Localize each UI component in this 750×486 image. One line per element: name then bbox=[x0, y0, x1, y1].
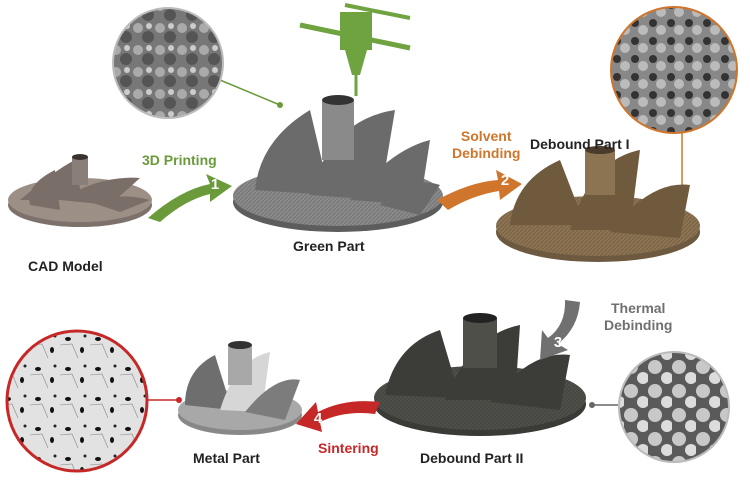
arrow-step-3 bbox=[540, 300, 580, 360]
step-1-number: 1 bbox=[210, 176, 220, 193]
metal-part-label: Metal Part bbox=[193, 450, 260, 466]
debound-part-2-label: Debound Part II bbox=[420, 450, 524, 466]
debound-part-1-label: Debound Part I bbox=[530, 136, 630, 152]
metal-sem-dot bbox=[176, 397, 182, 403]
metal-part-micrograph bbox=[5, 329, 149, 473]
step-2-label: Solvent Debinding bbox=[452, 128, 521, 161]
step-3-number: 3 bbox=[553, 334, 563, 351]
step-1-label: 3D Printing bbox=[142, 152, 217, 168]
cad-model-impeller bbox=[8, 154, 152, 227]
debound1-micrograph bbox=[610, 6, 738, 134]
metal-part-impeller bbox=[178, 341, 302, 435]
cad-model-label: CAD Model bbox=[28, 258, 103, 274]
debound-part-2-impeller bbox=[374, 313, 586, 436]
step-4-label: Sintering bbox=[318, 440, 379, 456]
debound-part-1-impeller bbox=[496, 146, 700, 262]
arrow-step-2 bbox=[437, 170, 522, 210]
green-part-micrograph bbox=[112, 7, 224, 119]
green-sem-dot bbox=[277, 102, 283, 108]
printer-nozzle-icon bbox=[299, 3, 411, 96]
step-2-number: 2 bbox=[500, 172, 510, 189]
arrow-step-4 bbox=[296, 401, 380, 432]
debound2-sem-dot bbox=[589, 402, 595, 408]
green-sem-connector bbox=[219, 79, 281, 106]
debound2-micrograph bbox=[618, 351, 730, 463]
arrow-step-1 bbox=[148, 174, 232, 222]
step-3-label: Thermal Debinding bbox=[604, 300, 673, 333]
green-part-impeller bbox=[233, 95, 443, 232]
green-part-label: Green Part bbox=[293, 238, 365, 254]
step-4-number: 4 bbox=[313, 410, 323, 427]
